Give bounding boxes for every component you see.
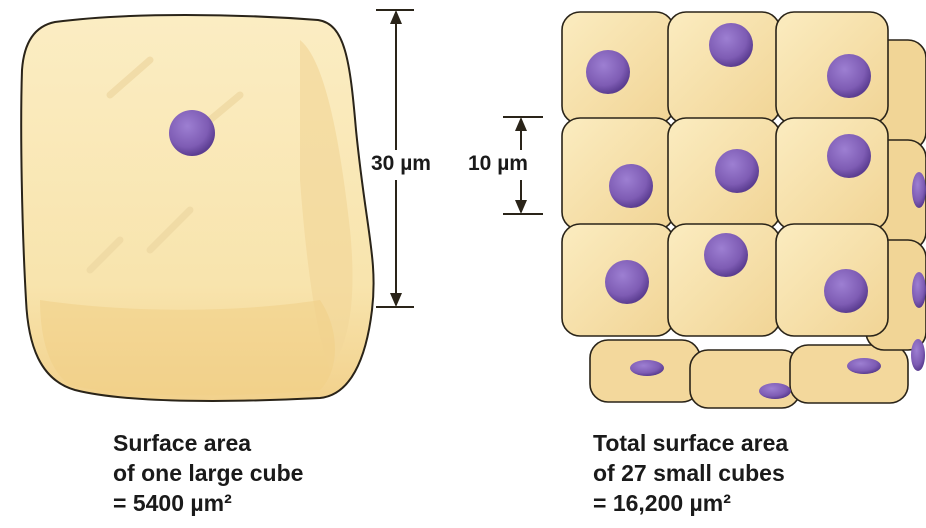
large-cube-bottom-face xyxy=(40,300,335,395)
small-cube-side-nucleus xyxy=(911,339,925,371)
small-cubes-caption-line2: of 27 small cubes xyxy=(593,458,788,488)
small-cubes-caption-line1: Total surface area xyxy=(593,428,788,458)
large-cube-caption-line3: = 5400 µm² xyxy=(113,488,303,518)
small-cube-side-nucleus xyxy=(912,272,926,308)
small-cube-nucleus-r2-c2 xyxy=(715,149,759,193)
small-cube-nucleus-r1-c1 xyxy=(586,50,630,94)
small-cube-nucleus-r2-c3 xyxy=(827,134,871,178)
large-cube xyxy=(21,15,373,401)
small-cubes-stack xyxy=(562,12,926,408)
small-cube-bottom-3 xyxy=(790,345,908,403)
small-cube-nucleus-r1-c3 xyxy=(827,54,871,98)
small-cube-nucleus-r2-c1 xyxy=(609,164,653,208)
large-cube-caption: Surface area of one large cube = 5400 µm… xyxy=(113,428,303,518)
small-cube-nucleus-r3-c2 xyxy=(704,233,748,277)
small-cube-bottom-nucleus xyxy=(759,383,791,399)
large-cube-caption-line1: Surface area xyxy=(113,428,303,458)
small-cube-r2-c3 xyxy=(776,118,888,230)
small-cube-bottom-nucleus xyxy=(847,358,881,374)
small-cube-nucleus-r3-c1 xyxy=(605,260,649,304)
small-cube-bottom-nucleus xyxy=(630,360,664,376)
small-cube-dimension-label: 10 µm xyxy=(468,152,528,176)
small-cubes-caption: Total surface area of 27 small cubes = 1… xyxy=(593,428,788,518)
small-cube-nucleus-r3-c3 xyxy=(824,269,868,313)
small-cubes-caption-line3: = 16,200 µm² xyxy=(593,488,788,518)
large-cube-nucleus xyxy=(169,110,215,156)
large-cube-dimension-label: 30 µm xyxy=(371,152,431,176)
small-cube-nucleus-r1-c2 xyxy=(709,23,753,67)
small-cube-bottom-2 xyxy=(690,350,800,408)
large-cube-caption-line2: of one large cube xyxy=(113,458,303,488)
small-cube-side-nucleus xyxy=(912,172,926,208)
